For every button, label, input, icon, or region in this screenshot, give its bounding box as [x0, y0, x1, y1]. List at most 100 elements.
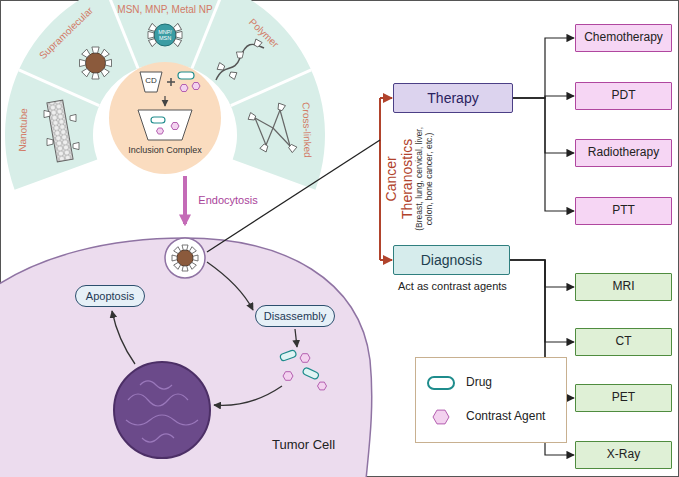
cd-cup [176, 31, 182, 38]
illustration-part [140, 381, 172, 389]
branch-connector [513, 38, 574, 98]
process-pill: Disassembly [255, 305, 335, 327]
box-label: Disassembly [264, 310, 326, 323]
illustration-part [280, 110, 290, 146]
cd-cup [174, 247, 182, 255]
illustration-part [255, 118, 266, 145]
bracket-arrow [380, 97, 392, 99]
carrier-type: Supramolecular [37, 5, 95, 62]
endosome [165, 238, 205, 278]
illustration-part [231, 70, 311, 106]
cd-cup [172, 255, 177, 261]
cd-cup [217, 63, 225, 72]
illustration-part [273, 110, 280, 128]
cd-cup [288, 143, 297, 152]
carrier-type: Cross-linked [301, 102, 314, 158]
cell-membrane [0, 238, 372, 477]
section-note: (Breast, lung, cervical, liver, colon, b… [415, 117, 435, 241]
carrier-type: Polymer [247, 16, 281, 49]
cd-cup [70, 114, 76, 121]
msn-particle [154, 24, 176, 46]
bracket-arrow [380, 259, 392, 261]
cd-cup [248, 113, 256, 122]
illustration-part [172, 245, 327, 390]
inclusion-cup [138, 110, 192, 140]
particle-label: MNP/ MSN [155, 29, 175, 41]
contrast-hexagon [192, 83, 200, 90]
box-label: PET [612, 391, 635, 405]
tumor-cell: Tumor Cell ApoptosisDisassembly [0, 230, 400, 477]
cd-cup [253, 39, 262, 48]
crosslink-network [255, 110, 290, 146]
legend-swatch [424, 372, 460, 394]
box-label: MRI [613, 280, 635, 294]
cyclodextrin-cups [44, 23, 297, 152]
section-title: Cancer Theranostics [383, 117, 415, 241]
cd-cup [47, 138, 53, 145]
box-label: Diagnosis [421, 252, 482, 268]
cd-cup [173, 23, 182, 32]
legend-row: Contrast Agent [424, 406, 558, 428]
cd-cup [92, 73, 99, 79]
branch-connector [513, 98, 574, 153]
illustration-part [47, 100, 73, 162]
illustration-part [128, 394, 188, 406]
illustration-part [142, 434, 174, 442]
drug-capsule [428, 377, 454, 389]
complex-label: Inclusion Complex [128, 146, 202, 156]
chromatin [126, 381, 198, 442]
cd-cup [140, 72, 162, 92]
inclusion-circle [109, 62, 221, 174]
box-label: PTT [612, 204, 635, 218]
cup-label: CD [145, 77, 157, 86]
cd-cup [173, 37, 182, 46]
cd-cup [148, 31, 154, 38]
cd-cup [106, 59, 112, 66]
cd-cup [174, 262, 182, 270]
cd-cup [82, 49, 91, 58]
process-pill: Apoptosis [75, 285, 145, 307]
box-label: X-Ray [607, 448, 640, 462]
therapy-box: Chemotherapy [575, 24, 672, 52]
nucleus [114, 362, 210, 458]
therapy-box: PTT [575, 197, 672, 225]
vertical-caption: Cancer Theranostics(Breast, lung, cervic… [383, 117, 435, 241]
endocytosis-arrow [183, 176, 187, 224]
box-label: Apoptosis [86, 290, 134, 303]
category-box: Diagnosis [393, 245, 510, 275]
plus-sign [167, 78, 175, 86]
cd-cup [148, 23, 157, 32]
drug-capsule [279, 349, 296, 361]
contrast-hexagon [300, 354, 310, 363]
cell-illustration [0, 230, 400, 477]
contrast-hexagon [433, 410, 449, 424]
region-label: Tumor Cell [272, 438, 335, 453]
flow-arrow [112, 311, 135, 364]
therapy-box: Radiotherapy [575, 139, 672, 167]
box-label: PDT [612, 89, 636, 103]
contrast-hexagon [171, 123, 179, 130]
imaging-box: PET [575, 384, 672, 412]
illustration-part [126, 415, 198, 425]
imaging-box: CT [575, 328, 672, 356]
cd-cup [260, 143, 269, 152]
note-label: Act as contrast agents [398, 280, 507, 292]
cd-cup [44, 110, 50, 117]
illustration-part [266, 128, 273, 145]
process-label: Endocytosis [198, 194, 257, 206]
drug-capsule [178, 72, 194, 79]
polymer-chain [216, 44, 264, 80]
carrier-type: MSN, MNP, Metal NP [117, 4, 212, 15]
legend-box: DrugContrast Agent [415, 357, 567, 443]
cd-cup [100, 68, 109, 77]
theranostics-bracket [379, 98, 381, 260]
imaging-box: MRI [575, 273, 672, 301]
flow-arrow [295, 329, 297, 347]
contrast-hexagon [180, 85, 188, 92]
cd-cup [80, 59, 86, 66]
drug-capsule [151, 117, 165, 123]
contrast-hexagon [318, 382, 327, 390]
carrier-type: Nanotube [17, 108, 30, 152]
carrier-ring [5, 0, 325, 190]
